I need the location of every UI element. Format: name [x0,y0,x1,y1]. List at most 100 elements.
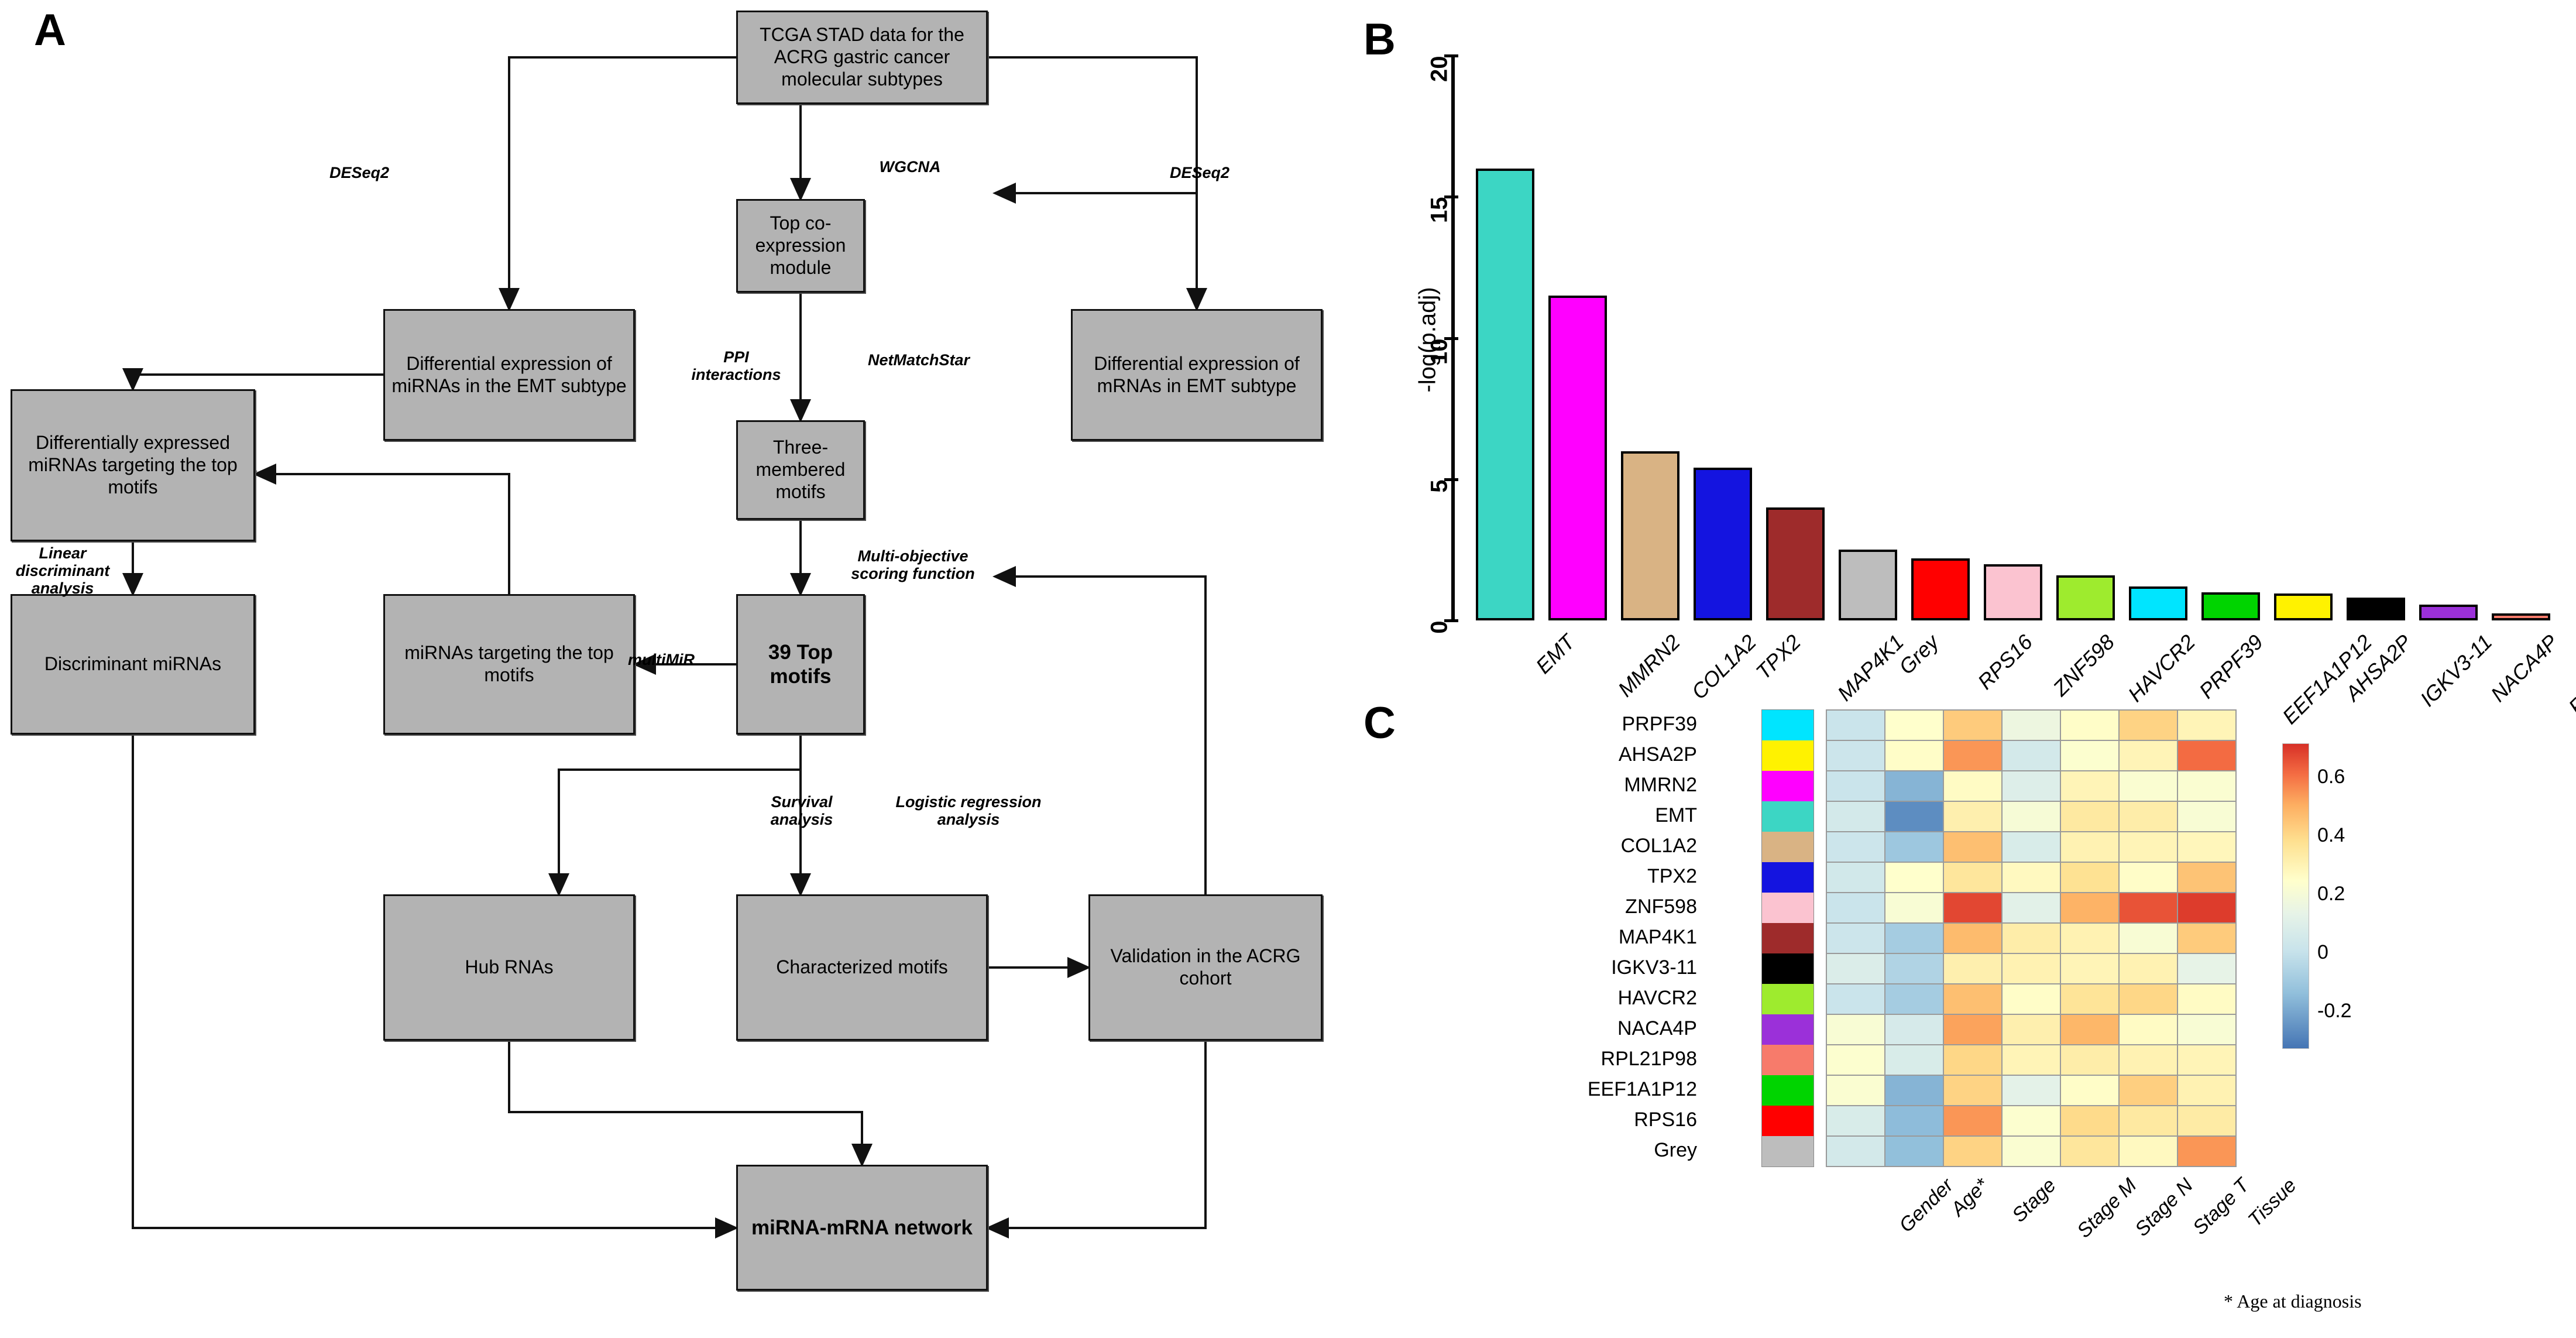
x-tick-label: COL1A2 [1687,630,1761,704]
flow-edge-label-survival: Survival analysis [770,793,833,829]
y-tick-mark [1444,619,1458,622]
heatmap-row [1826,801,2236,832]
heatmap-cell [2119,984,2177,1014]
heatmap-cell [2060,832,2119,862]
row-color-swatch [1762,1045,1813,1075]
x-tick-label: ZNF598 [2048,630,2119,701]
heatmap-row-label: MAP4K1 [1618,926,1697,948]
bar-grey [1839,550,1897,620]
heatmap-cell [2002,984,2060,1014]
x-tick-label: HAVCR2 [2123,630,2200,706]
panel-a-flowchart: A [11,5,1323,1291]
heatmap-cell [2002,801,2060,832]
heatmap-cell [1885,953,1943,984]
x-tick-label: MMRN2 [1613,630,1685,702]
colorbar-tick-label: 0.2 [2317,883,2345,905]
heatmap-cell [2177,710,2236,740]
bar-prpf39 [2129,586,2187,620]
heatmap-row-label: NACA4P [1617,1017,1697,1039]
heatmap-cell [2002,710,2060,740]
bar-col1a2 [1621,451,1679,620]
bar-eef1a1p12 [2201,592,2260,620]
flow-edge-label-multimir: multiMiR [628,651,695,668]
row-color-swatch [1762,923,1813,953]
y-tick-label: 10 [1426,338,1452,365]
bar-tpx2 [1694,468,1752,620]
heatmap-cell [1885,740,1943,771]
heatmap-cell [2060,953,2119,984]
y-tick-label: 0 [1426,620,1452,634]
heatmap-cell [2177,740,2236,771]
heatmap-row [1826,771,2236,801]
heatmap-row-label: MMRN2 [1624,774,1697,796]
heatmap-row-color-swatches [1761,709,1814,1167]
heatmap-cell [1943,984,2002,1014]
heatmap-row-label: EMT [1655,804,1697,826]
heatmap-cell [2060,740,2119,771]
heatmap-row-label: EEF1A1P12 [1587,1078,1697,1100]
heatmap-cell [2060,771,2119,801]
heatmap-cell [2119,771,2177,801]
heatmap-cell [1885,771,1943,801]
x-tick-label: RPS16 [1973,630,2037,694]
heatmap-cell [1826,1075,1885,1106]
x-tick-label: MAP4K1 [1832,630,1908,706]
heatmap-row-label: TPX2 [1647,865,1697,887]
heatmap-row [1826,710,2236,740]
heatmap-cell [1885,710,1943,740]
heatmap-cell [2060,1106,2119,1136]
heatmap-cell [2119,1106,2177,1136]
heatmap-cell [2177,953,2236,984]
flow-edge-label-logreg: Logistic regression analysis [895,793,1042,829]
y-tick-mark [1444,54,1458,57]
heatmap-cell [2119,862,2177,893]
heatmap-row-label: AHSA2P [1618,743,1697,766]
heatmap-row-label: RPS16 [1634,1109,1697,1131]
heatmap-cell [2177,1106,2236,1136]
heatmap-row-label: ZNF598 [1625,896,1697,918]
colorbar-tick-label: 0.4 [2317,824,2345,846]
heatmap-cell [1885,984,1943,1014]
colorbar-tick-label: -0.2 [2317,1000,2352,1022]
heatmap-cell [2060,1136,2119,1167]
x-tick-label: PRPF39 [2194,630,2268,704]
heatmap-cell [2119,801,2177,832]
heatmap-column-label: Tissue [2244,1174,2301,1231]
panel-a-letter: A [34,5,66,55]
bar-mmrn2 [1548,296,1607,620]
heatmap-cell [2119,953,2177,984]
heatmap-cell [2060,801,2119,832]
heatmap-row-label: Grey [1654,1139,1697,1161]
heatmap-cell [1943,1045,2002,1075]
flow-box-discr-mirna: Discriminant miRNAs [11,594,255,735]
heatmap-cell [1943,710,2002,740]
heatmap-cell [1885,832,1943,862]
heatmap-cell [2119,1136,2177,1167]
heatmap-cell [1885,1136,1943,1167]
heatmap-cell [1826,923,1885,953]
row-color-swatch [1762,1014,1813,1045]
heatmap-cell [1826,953,1885,984]
flow-box-dexp-mrna: Differential expression of mRNAs in EMT … [1071,309,1323,441]
row-color-swatch [1762,771,1813,801]
row-color-swatch [1762,984,1813,1014]
heatmap-cell [1943,801,2002,832]
bar-znf598 [1984,564,2042,620]
heatmap-row-label: IGKV3-11 [1611,956,1697,979]
heatmap-cell [1943,862,2002,893]
flow-edge-label-deseq2-left: DESeq2 [329,164,390,181]
heatmap-cell [2002,740,2060,771]
heatmap-cell [2119,740,2177,771]
heatmap-cell [2177,862,2236,893]
heatmap-cell [2060,862,2119,893]
heatmap-row [1826,740,2236,771]
heatmap-cell [1826,1014,1885,1045]
flow-box-diff-mirna-top: Differentially expressed miRNAs targetin… [11,389,255,541]
bar-havcr2 [2056,575,2115,620]
heatmap-row [1826,893,2236,923]
flow-box-hub-rnas: Hub RNAs [383,894,635,1041]
heatmap-cell [1943,1106,2002,1136]
heatmap-cell [2177,893,2236,923]
